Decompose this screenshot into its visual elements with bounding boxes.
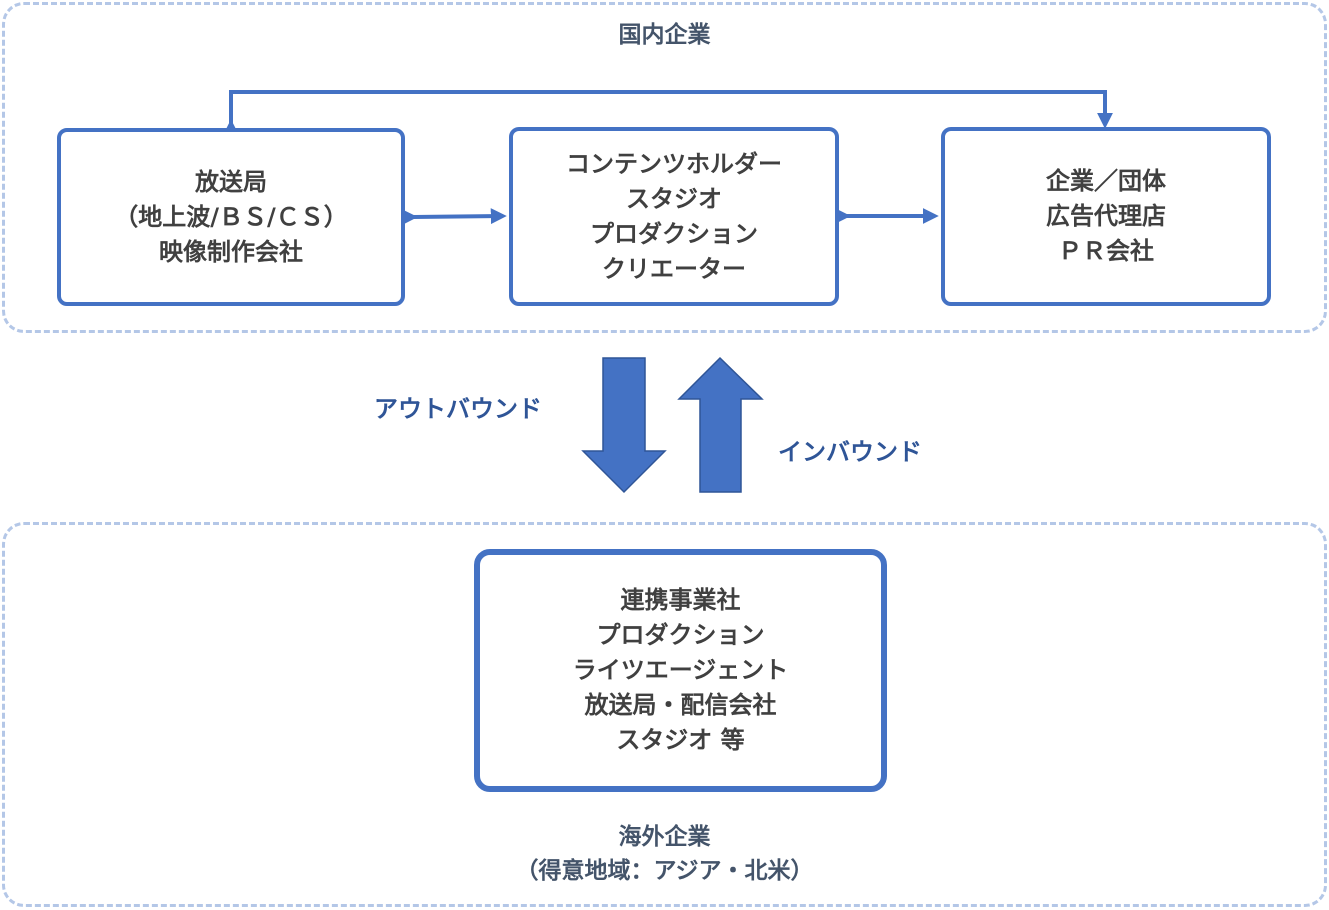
box-broadcasters-line: 放送局 <box>195 167 267 196</box>
box-broadcasters: 放送局 （地上波/ＢＳ/ＣＳ） 映像制作会社 <box>57 128 405 306</box>
overseas-companies-group <box>2 522 1327 907</box>
box-broadcasters-line: 映像制作会社 <box>159 237 303 266</box>
box-content-holders-line: クリエーター <box>602 254 746 283</box>
overseas-group-title: 海外企業 （得意地域：アジア・北米） <box>515 824 814 884</box>
outbound-arrow-icon <box>581 357 667 494</box>
box-overseas-partners-line: 放送局・配信会社 <box>584 691 777 719</box>
box-companies-agencies-line: 企業／団体 <box>1046 167 1166 195</box>
box-content-holders-line: スタジオ <box>626 184 722 213</box>
box-broadcasters-line: （地上波/ＢＳ/ＣＳ） <box>114 202 348 231</box>
box-content-holders: コンテンツホルダー スタジオ プロダクション クリエーター <box>509 127 839 306</box>
box-content-holders-line: プロダクション <box>590 219 758 248</box>
bracket-connector-left-right <box>223 90 1113 136</box>
box-overseas-partners-line: プロダクション <box>596 621 765 649</box>
inbound-arrow-icon <box>677 356 764 493</box>
inbound-label: インバウンド <box>778 438 922 466</box>
box-companies-agencies-line: ＰＲ会社 <box>1058 237 1154 265</box>
double-arrow-broadcast-content <box>401 208 507 226</box>
outbound-label: アウトバウンド <box>374 395 542 423</box>
box-overseas-partners: 連携事業社 プロダクション ライツエージェント 放送局・配信会社 スタジオ 等 <box>474 549 887 792</box>
box-overseas-partners-line: 連携事業社 <box>620 586 741 614</box>
domestic-companies-group <box>2 2 1327 333</box>
box-companies-agencies: 企業／団体 広告代理店 ＰＲ会社 <box>941 127 1271 306</box>
box-companies-agencies-line: 広告代理店 <box>1046 202 1166 230</box>
domestic-group-title: 国内企業 <box>618 22 711 48</box>
box-overseas-partners-line: スタジオ 等 <box>616 726 745 754</box>
box-overseas-partners-line: ライツエージェント <box>572 656 789 684</box>
box-content-holders-line: コンテンツホルダー <box>566 149 782 178</box>
